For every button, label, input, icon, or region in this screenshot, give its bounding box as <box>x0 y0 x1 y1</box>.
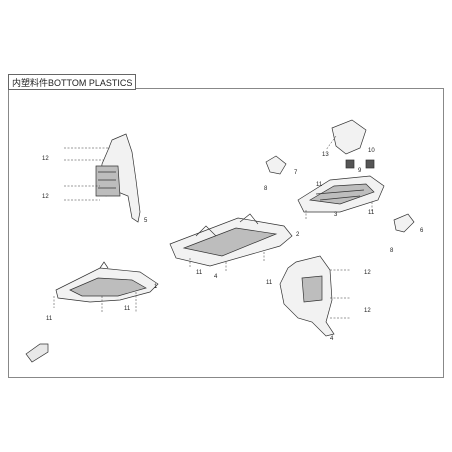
part-4-right-fender-guard <box>279 255 335 337</box>
callout-3: 3 <box>334 212 338 218</box>
fastener-leader-lines <box>53 135 373 319</box>
part-7-center-bracket <box>265 155 287 175</box>
callout-10: 10 <box>368 148 375 154</box>
callout-11-left: 11 <box>46 316 53 322</box>
callout-4-right: 4 <box>330 336 334 342</box>
callout-12-right-top: 12 <box>364 270 371 276</box>
callout-11-rear-top: 11 <box>316 182 323 188</box>
diagram-title: 内塑料件BOTTOM PLASTICS <box>12 78 133 88</box>
callout-12-left-bottom: 12 <box>42 194 49 200</box>
callout-13: 13 <box>322 152 329 158</box>
part-6-right-bracket <box>393 213 415 233</box>
part-10-top-cover <box>331 119 375 169</box>
part-3-rear-floor-tray <box>297 175 385 213</box>
diagram-title-box: 内塑料件BOTTOM PLASTICS <box>8 74 136 90</box>
callout-labels: 12 12 5 1 11 11 2 11 4 3 11 11 7 8 13 10… <box>42 148 424 342</box>
part-1-left-floor-panel <box>55 261 159 303</box>
callout-5: 5 <box>144 218 148 224</box>
callout-2: 2 <box>296 232 300 238</box>
callout-4-center: 4 <box>214 274 218 280</box>
callout-8-center: 8 <box>264 186 268 192</box>
callout-9: 9 <box>358 168 362 174</box>
callout-12-right-bottom: 12 <box>364 308 371 314</box>
part-5-left-fender-guard <box>95 133 141 223</box>
callout-12-left-top: 12 <box>42 156 49 162</box>
callout-8-right: 8 <box>390 248 394 254</box>
part-2-center-floor-pan <box>169 213 293 267</box>
callout-1: 1 <box>154 284 158 290</box>
callout-7: 7 <box>294 170 298 176</box>
callout-11-lower: 11 <box>124 306 131 312</box>
callout-6: 6 <box>420 228 424 234</box>
diagram-frame <box>8 88 444 378</box>
callout-11-center: 11 <box>196 270 203 276</box>
callout-11-rear: 11 <box>368 210 375 216</box>
front-direction-arrow-icon <box>25 343 49 363</box>
callout-11-right: 11 <box>266 280 273 286</box>
